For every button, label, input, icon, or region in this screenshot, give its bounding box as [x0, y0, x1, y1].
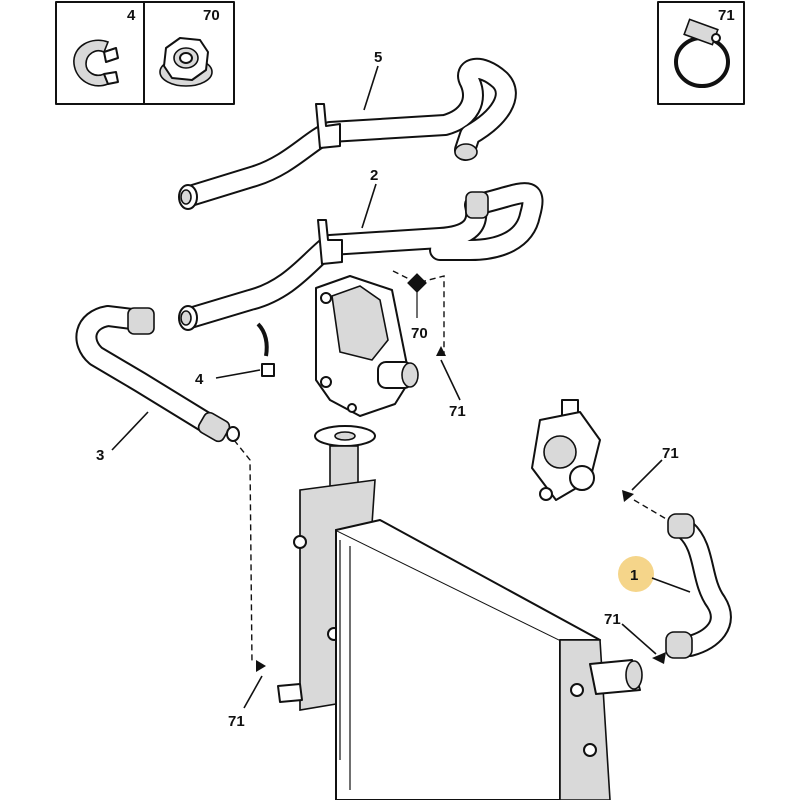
callout-4: 4 [195, 371, 204, 388]
inset-70-number: 70 [203, 7, 220, 24]
hose-3 [75, 305, 240, 443]
thermostat-housing [315, 275, 419, 417]
callout-3: 3 [96, 447, 104, 464]
clamp-71-rb-marker [652, 652, 666, 664]
inset-box-71: 71 [657, 1, 745, 105]
clip-4-marker [261, 363, 275, 377]
water-pump [531, 399, 601, 501]
flange-nut-icon [159, 37, 213, 87]
hose-5 [178, 58, 517, 210]
callout-71-right-top: 71 [662, 445, 679, 462]
inset-71-number: 71 [718, 7, 735, 24]
callout-2: 2 [370, 167, 378, 184]
hose-clip-icon [73, 39, 119, 87]
inset-box-70: 70 [143, 1, 235, 105]
clip-4-arc [256, 322, 269, 357]
clamp-71-rt-marker [622, 490, 634, 502]
hose-clamp-icon [674, 18, 730, 88]
hose-2 [178, 182, 544, 331]
inset-4-number: 4 [127, 7, 136, 24]
hose-1 [665, 513, 732, 659]
callout-71-right-bottom: 71 [604, 611, 621, 628]
nut-70-marker [407, 273, 427, 293]
callout-71-thermostat: 71 [449, 403, 466, 420]
radiator [335, 519, 643, 800]
clamp-71-marker [436, 346, 446, 356]
clamp-71-bl-marker [256, 660, 266, 672]
callout-1: 1 [630, 567, 638, 584]
callout-5: 5 [374, 49, 382, 66]
callout-71-bottom-left: 71 [228, 713, 245, 730]
callout-70: 70 [411, 325, 428, 342]
inset-box-4: 4 [55, 1, 145, 105]
callout-1-highlight [618, 556, 654, 592]
